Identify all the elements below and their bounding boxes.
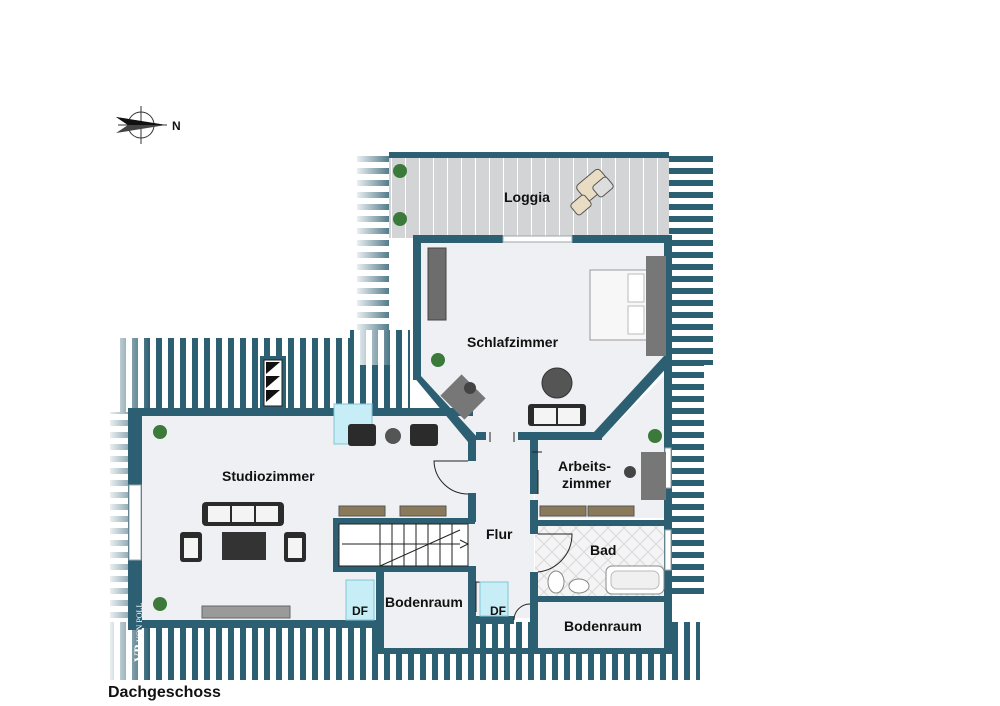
compass-north-label: N <box>172 119 181 133</box>
logo-initials: VP <box>131 645 146 662</box>
room-label-studiozimmer: Studiozimmer <box>222 468 315 484</box>
floor-caption: Dachgeschoss <box>108 684 221 701</box>
chimney <box>263 359 283 407</box>
floor-area <box>142 242 668 652</box>
skylight-label-studio-bottom: DF <box>352 604 368 618</box>
loggia-area <box>389 152 669 238</box>
room-label-bodenraum-left: Bodenraum <box>385 594 463 610</box>
compass-icon <box>116 106 167 144</box>
room-label-loggia: Loggia <box>504 189 550 205</box>
room-label-arbeitszimmer-line1: Arbeits- <box>558 458 611 474</box>
room-label-bad: Bad <box>590 542 616 558</box>
room-label-arbeitszimmer-line2: zimmer <box>562 475 612 491</box>
furniture <box>153 164 666 619</box>
vonpoll-logo: VP VON POLL <box>131 603 146 662</box>
skylight-label-flur: DF <box>490 604 506 618</box>
room-label-flur: Flur <box>486 526 513 542</box>
logo-name: VON POLL <box>135 603 144 642</box>
room-label-bodenraum-right: Bodenraum <box>564 618 642 634</box>
windows <box>128 235 672 571</box>
walls <box>128 235 672 654</box>
staircase <box>338 523 470 567</box>
room-label-schlafzimmer: Schlafzimmer <box>467 334 559 350</box>
